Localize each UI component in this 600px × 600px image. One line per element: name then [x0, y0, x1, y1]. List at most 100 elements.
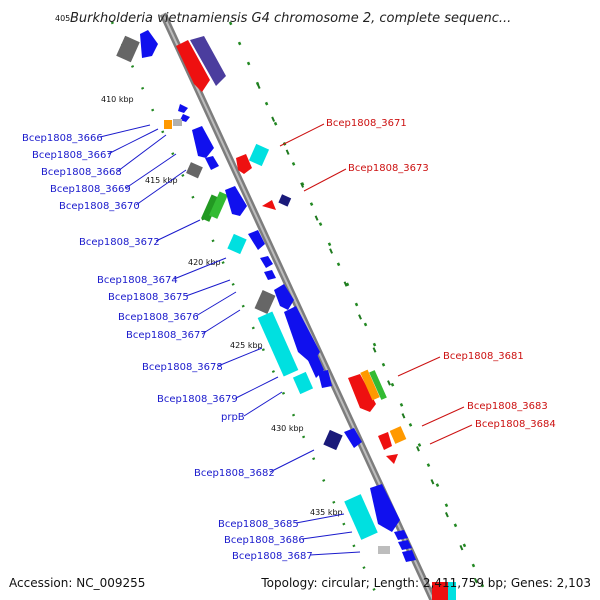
- feature-red-bottom[interactable]: [432, 582, 448, 600]
- feature-blue-3674[interactable]: [260, 256, 273, 268]
- feature-cyan-3672[interactable]: [227, 233, 247, 255]
- feature-blue-3685[interactable]: [370, 484, 400, 532]
- tick-425: 425 kbp: [230, 341, 263, 350]
- feature-orange-3681[interactable]: [360, 369, 380, 401]
- gene-label-3684[interactable]: Bcep1808_3684: [475, 419, 556, 430]
- leader-3670: [135, 169, 187, 206]
- left-labels: [99, 124, 361, 556]
- tick-410: 410 kbp: [101, 95, 134, 104]
- feature-orange-3683[interactable]: [389, 426, 407, 444]
- feature-blue-prpB[interactable]: [318, 370, 332, 388]
- gc-track-inner: [110, 21, 380, 599]
- gene-label-3671[interactable]: Bcep1808_3671: [326, 118, 407, 129]
- gene-label-3683[interactable]: Bcep1808_3683: [467, 401, 548, 412]
- gene-label-3686[interactable]: Bcep1808_3686: [224, 535, 305, 546]
- gene-label-3681[interactable]: Bcep1808_3681: [443, 351, 524, 362]
- feature-blue-3676[interactable]: [274, 284, 294, 310]
- feature-blue-3686a[interactable]: [394, 530, 408, 540]
- leader-3673: [303, 168, 347, 192]
- features-forward: [116, 30, 416, 562]
- gene-label-3676[interactable]: Bcep1808_3676: [118, 312, 199, 323]
- gene-label-3672[interactable]: Bcep1808_3672: [79, 237, 160, 248]
- feature-blue-small-b[interactable]: [180, 114, 190, 122]
- feature-blue-3669b[interactable]: [205, 156, 219, 170]
- leader-3679: [235, 376, 279, 399]
- features-reverse: [176, 36, 456, 600]
- gene-label-3679[interactable]: Bcep1808_3679: [157, 394, 238, 405]
- genome-summary: Topology: circular; Length: 2,411,759 bp…: [260, 576, 591, 590]
- feature-blue-small-a[interactable]: [178, 104, 188, 113]
- gc-track-outer-2: [247, 61, 481, 591]
- leader-3684: [429, 424, 473, 445]
- leader-3666: [99, 124, 151, 138]
- feature-red-3684[interactable]: [386, 454, 398, 464]
- feature-red-3681[interactable]: [348, 374, 376, 412]
- feature-blue-3675[interactable]: [264, 270, 276, 280]
- gene-label-3677[interactable]: Bcep1808_3677: [126, 330, 207, 341]
- feature-grey-1[interactable]: [116, 35, 140, 63]
- feature-cyan-bottom[interactable]: [448, 582, 456, 600]
- leader-3687: [309, 551, 361, 556]
- tick-420: 420 kbp: [188, 258, 221, 267]
- scale-ticks: 410 kbp 415 kbp 420 kbp 425 kbp 430 kbp …: [101, 95, 343, 517]
- feature-navy-3682[interactable]: [323, 429, 343, 451]
- feature-green-3670b[interactable]: [209, 191, 228, 219]
- feature-blue-3682[interactable]: [344, 428, 362, 448]
- leader-3674: [173, 257, 227, 280]
- feature-grey-3667[interactable]: [173, 119, 182, 126]
- gene-label-3682[interactable]: Bcep1808_3682: [194, 468, 275, 479]
- map-title: Burkholderia vietnamiensis G4 chromosome…: [70, 11, 511, 26]
- feature-blue-3672[interactable]: [248, 230, 265, 250]
- leader-3671: [279, 123, 325, 147]
- leader-3683: [421, 406, 465, 427]
- leader-3682: [269, 449, 315, 473]
- leader-3685: [295, 513, 345, 524]
- feature-red-3671[interactable]: [236, 154, 252, 174]
- feature-grey-3687[interactable]: [378, 546, 390, 554]
- tick-415: 415 kbp: [145, 176, 178, 185]
- feature-blue-arrow-1[interactable]: [140, 30, 158, 58]
- gene-label-3667[interactable]: Bcep1808_3667: [32, 150, 113, 161]
- feature-green-3670a[interactable]: [201, 194, 220, 222]
- feature-blue-3670[interactable]: [225, 186, 247, 216]
- leader-3678: [217, 347, 263, 367]
- feature-blue-3677[interactable]: [284, 306, 320, 364]
- gene-label-3668[interactable]: Bcep1808_3668: [41, 167, 122, 178]
- left-label-text: Bcep1808_3666 Bcep1808_3667 Bcep1808_366…: [22, 133, 313, 562]
- gene-label-prpB[interactable]: prpB: [221, 412, 245, 423]
- feature-grey-3669[interactable]: [186, 162, 203, 179]
- feature-grey-3676[interactable]: [254, 290, 276, 314]
- feature-red-3683[interactable]: [378, 432, 392, 450]
- gene-label-3675[interactable]: Bcep1808_3675: [108, 292, 189, 303]
- gene-label-3674[interactable]: Bcep1808_3674: [97, 275, 178, 286]
- feature-navy-3673[interactable]: [278, 194, 292, 207]
- leader-3676: [195, 291, 237, 317]
- leader-3672: [155, 219, 201, 242]
- feature-cyan-3671[interactable]: [248, 143, 270, 167]
- right-labels: [279, 123, 473, 445]
- feature-cyan-3677[interactable]: [257, 311, 299, 377]
- feature-cyan-3685[interactable]: [344, 494, 378, 540]
- gene-label-3673[interactable]: Bcep1808_3673: [348, 163, 429, 174]
- feature-red-3673[interactable]: [262, 200, 276, 210]
- gene-label-3685[interactable]: Bcep1808_3685: [218, 519, 299, 530]
- feature-cyan-3679[interactable]: [292, 371, 314, 395]
- feature-blue-3687[interactable]: [402, 550, 416, 562]
- gene-label-3678[interactable]: Bcep1808_3678: [142, 362, 223, 373]
- leader-3675: [185, 279, 231, 297]
- feature-green-3681[interactable]: [369, 370, 387, 400]
- feature-red-1[interactable]: [176, 40, 210, 92]
- feature-orange-3666[interactable]: [164, 120, 172, 129]
- leader-3669: [125, 153, 177, 189]
- leader-prpB: [243, 391, 283, 417]
- gene-label-3687[interactable]: Bcep1808_3687: [232, 551, 313, 562]
- gene-label-3666[interactable]: Bcep1808_3666: [22, 133, 103, 144]
- gene-label-3670[interactable]: Bcep1808_3670: [59, 201, 140, 212]
- feature-purple-1[interactable]: [190, 36, 226, 86]
- leader-3686: [301, 531, 353, 540]
- gene-label-3669[interactable]: Bcep1808_3669: [50, 184, 131, 195]
- feature-blue-3678[interactable]: [306, 352, 324, 378]
- feature-blue-3686b[interactable]: [398, 540, 412, 550]
- feature-blue-3668[interactable]: [192, 126, 214, 158]
